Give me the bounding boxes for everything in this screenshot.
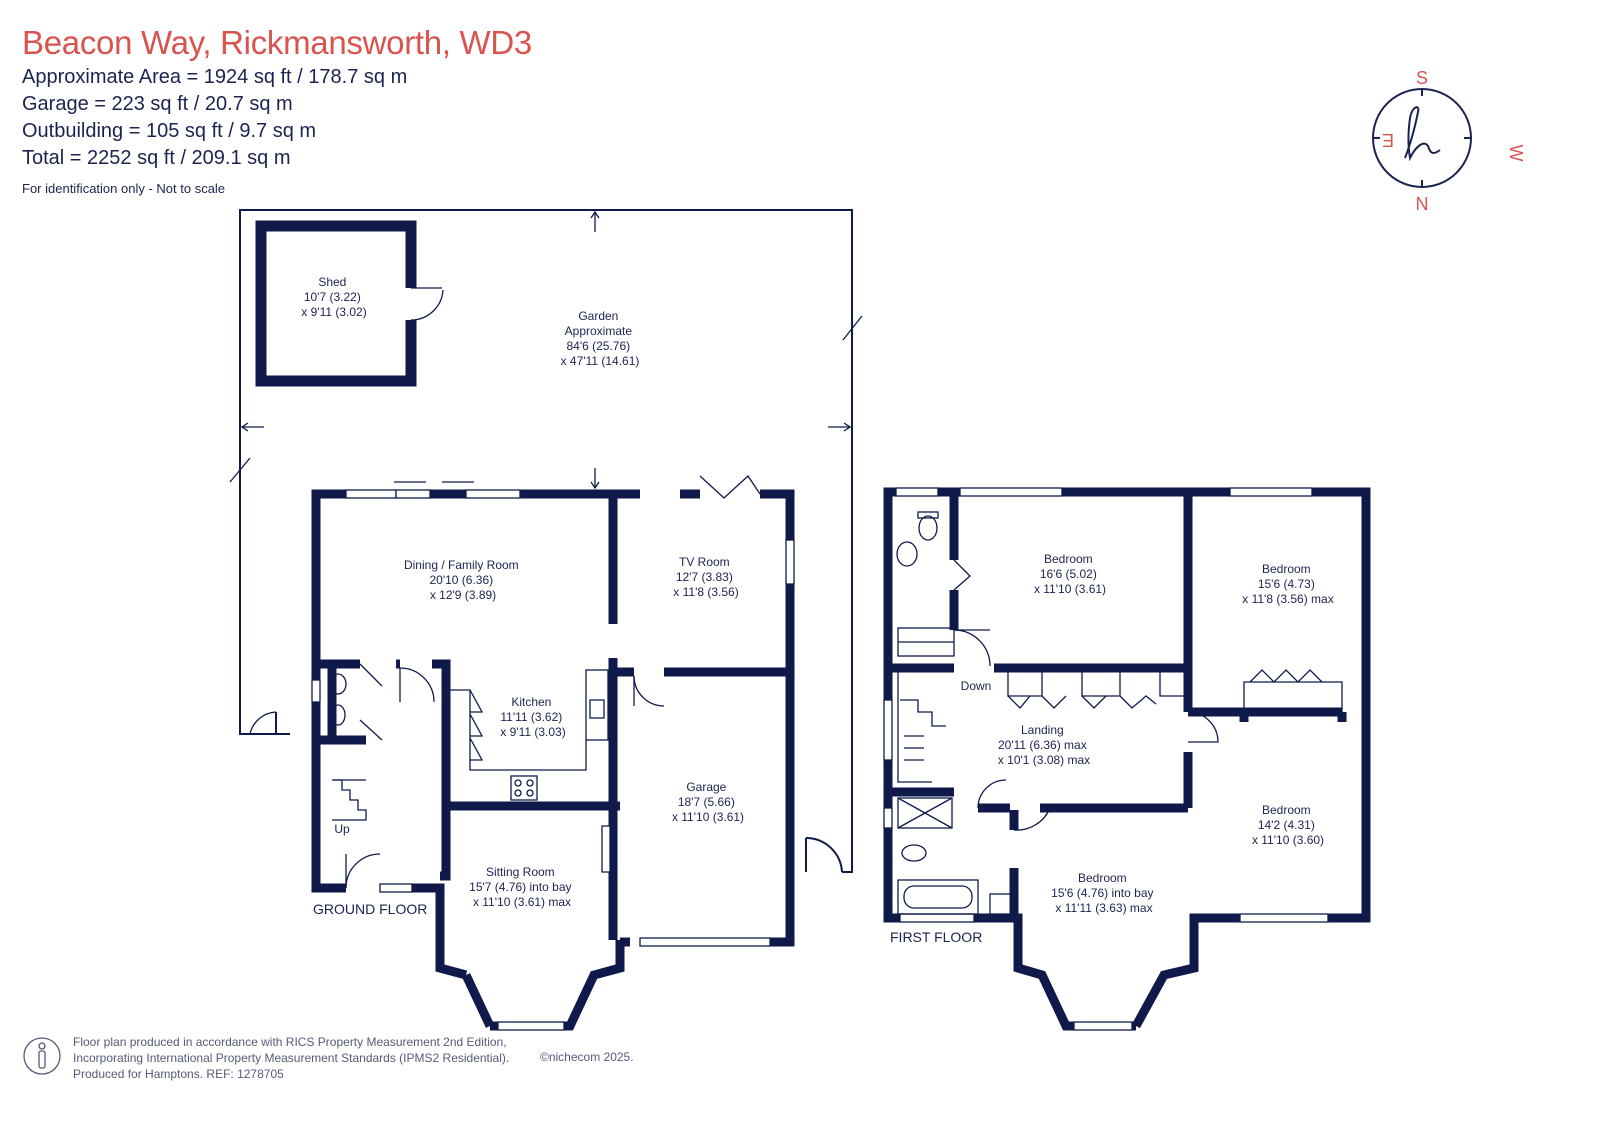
scale-note: For identification only - Not to scale xyxy=(22,181,226,196)
garden-label: Garden Approximate 84'6 (25.76) x 47'11 … xyxy=(561,309,640,368)
kitchen-label: Kitchen 11'11 (3.62) x 9'11 (3.03) xyxy=(500,695,565,739)
footer-line: Incorporating International Property Mea… xyxy=(73,1051,510,1065)
stairs-down-label: Down xyxy=(961,679,992,693)
first-floor-openings xyxy=(883,487,1343,1031)
tv-room-label: TV Room 12'7 (3.83) x 11'8 (3.56) xyxy=(673,555,738,599)
bedroom-3-label: Bedroom 14'2 (4.31) x 11'10 (3.60) xyxy=(1252,803,1324,847)
room-labels: Shed 10'7 (3.22) x 9'11 (3.02) Garden Ap… xyxy=(301,68,1526,945)
ground-floor-openings xyxy=(311,475,795,1031)
compass-south-letter: S xyxy=(1416,68,1428,88)
garage-area: Garage = 223 sq ft / 20.7 sq m xyxy=(22,93,293,115)
footer-disclaimer: Floor plan produced in accordance with R… xyxy=(73,1034,509,1082)
sitting-room-label: Sitting Room 15'7 (4.76) into bay x 11'1… xyxy=(469,865,575,909)
bedroom-1-label: Bedroom 16'6 (5.02) x 11'10 (3.61) xyxy=(1034,552,1106,596)
compass-east-letter: E xyxy=(1382,130,1394,150)
stairs-up-label: Up xyxy=(334,822,350,836)
shed-label: Shed 10'7 (3.22) x 9'11 (3.02) xyxy=(301,275,366,319)
info-person-icon xyxy=(23,1037,61,1075)
total-area: Total = 2252 sq ft / 209.1 sq m xyxy=(22,147,291,169)
landing-label: Landing 20'11 (6.36) max x 10'1 (3.08) m… xyxy=(998,723,1090,767)
compass-north-letter: N xyxy=(1416,194,1429,214)
outbuilding-area: Outbuilding = 105 sq ft / 9.7 sq m xyxy=(22,120,317,142)
compass-west-letter: W xyxy=(1506,145,1526,162)
footer-line: Floor plan produced in accordance with R… xyxy=(73,1035,507,1049)
garden-boundary xyxy=(229,209,863,873)
ground-floor-label: GROUND FLOOR xyxy=(313,901,427,917)
compass-icon xyxy=(1372,88,1472,188)
footer-line: Produced for Hamptons. REF: 1278705 xyxy=(73,1067,284,1081)
dining-label: Dining / Family Room 20'10 (6.36) x 12'9… xyxy=(404,558,522,602)
property-title: Beacon Way, Rickmansworth, WD3 xyxy=(22,24,532,61)
garage-label: Garage 18'7 (5.66) x 11'10 (3.61) xyxy=(672,780,744,824)
copyright: ©nichecom 2025. xyxy=(540,1050,634,1064)
shed-walls xyxy=(255,220,444,387)
bedroom-4-label: Bedroom 15'6 (4.76) into bay x 11'11 (3.… xyxy=(1051,871,1157,915)
first-floor-label: FIRST FLOOR xyxy=(890,929,982,945)
approximate-area: Approximate Area = 1924 sq ft / 178.7 sq… xyxy=(22,66,408,88)
bedroom-2-label: Bedroom 15'6 (4.73) x 11'8 (3.56) max xyxy=(1242,562,1333,606)
